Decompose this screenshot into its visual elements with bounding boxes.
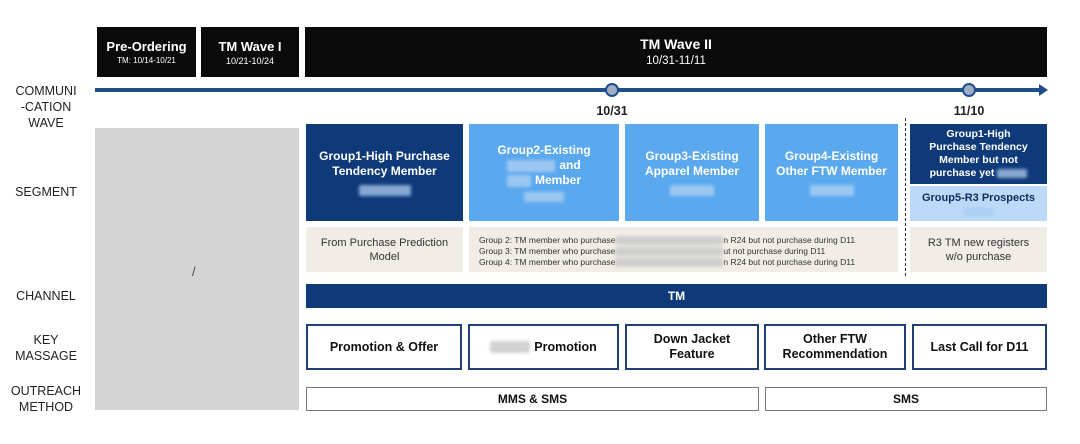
- description-text: Group 2: TM member who purchase: [479, 235, 616, 245]
- segment-line: Apparel Member: [644, 164, 740, 178]
- row-label-key-message: KEY MASSAGE: [15, 333, 77, 363]
- key-message-text: Last Call for D11: [930, 339, 1029, 354]
- phase-tm-wave-2: TM Wave II 10/31-11/11: [305, 27, 1047, 77]
- milestone-label-1: 10/31: [596, 104, 628, 118]
- redacted-text: [358, 185, 411, 196]
- row-label-communication-wave: COMMUNI -CATION WAVE: [15, 84, 77, 130]
- redacted-text: [615, 247, 724, 257]
- redacted-text: [490, 341, 531, 353]
- segment-line: Member: [534, 173, 581, 187]
- segment-line-with-redaction: Member: [506, 173, 581, 188]
- milestone-marker-1: [605, 83, 619, 97]
- redacted-text: [670, 185, 714, 196]
- wave-divider: [905, 118, 906, 276]
- segment-group3-existing: Group3-Existing Apparel Member: [625, 124, 759, 221]
- redacted-text: [524, 192, 564, 202]
- description-text: n R24 but not purchase during D11: [723, 257, 856, 267]
- segment-group4-existing: Group4-Existing Other FTW Member: [765, 124, 898, 221]
- description-line: Group 4: TM member who purchase n R24 but…: [479, 257, 888, 268]
- segment-line: Other FTW Member: [776, 164, 887, 178]
- segment-line: Group4-Existing: [784, 149, 879, 163]
- redacted-text: [507, 159, 556, 172]
- description-text: Group 4: TM member who purchase: [479, 257, 616, 267]
- description-line: From Purchase Prediction: [320, 236, 449, 249]
- redacted-text: [615, 258, 724, 268]
- timeline-line: [95, 88, 1039, 92]
- segment-line: Group2-Existing: [497, 143, 591, 157]
- segment-line: Group1-High Purchase: [319, 149, 450, 163]
- milestone-label-2: 11/10: [953, 104, 985, 118]
- description-groups: Group 2: TM member who purchase n R24 but…: [469, 227, 898, 272]
- key-message-text: Down Jacket: [653, 332, 731, 346]
- key-message-text: Promotion: [534, 339, 597, 354]
- phase-pre-ordering: Pre-Ordering TM: 10/14-10/21: [97, 27, 196, 77]
- segment-line: Purchase Tendency: [929, 141, 1028, 153]
- segment-line-with-redaction: purchase yet: [930, 167, 1028, 180]
- timeline-arrowhead: [1039, 84, 1048, 96]
- description-r3: R3 TM new registers w/o purchase: [910, 227, 1047, 272]
- key-message-text: Promotion & Offer: [329, 339, 439, 354]
- phase-tm-wave-1: TM Wave I 10/21-10/24: [201, 27, 299, 77]
- row-label-segment: SEGMENT: [15, 185, 77, 199]
- phase-title: TM Wave II: [640, 36, 712, 52]
- row-label-outreach-method: OUTREACH METHOD: [10, 384, 82, 414]
- segment-line: Group1-High: [946, 128, 1011, 140]
- description-line: w/o purchase: [945, 250, 1012, 263]
- description-text: n R24 but not purchase during D11: [723, 235, 856, 245]
- phase-title: TM Wave I: [218, 38, 282, 54]
- key-message-promotion: Promotion: [468, 324, 619, 370]
- key-message-last-call: Last Call for D11: [912, 324, 1047, 370]
- description-line: Group 3: TM member who purchase ut not pu…: [479, 246, 888, 257]
- redacted-text: [506, 174, 531, 187]
- description-line: R3 TM new registers: [927, 236, 1030, 249]
- phase-dates: 10/31-11/11: [646, 55, 706, 67]
- channel-bar: TM: [306, 284, 1047, 308]
- description-line: Group 2: TM member who purchase n R24 but…: [479, 235, 888, 246]
- redacted-text: [615, 236, 724, 246]
- segment-group1-high-purchase: Group1-High Purchase Tendency Member: [306, 124, 463, 221]
- outreach-mms-sms: MMS & SMS: [306, 387, 759, 411]
- segment-line: Tendency Member: [332, 164, 437, 178]
- key-message-other-ftw: Other FTW Recommendation: [764, 324, 906, 370]
- redacted-text: [997, 169, 1028, 178]
- phase-dates: TM: 10/14-10/21: [117, 55, 176, 65]
- key-message-text: Recommendation: [782, 347, 888, 361]
- segment-group1-not-purchased: Group1-High Purchase Tendency Member but…: [910, 124, 1047, 184]
- segment-group2-existing: Group2-Existing and Member: [469, 124, 619, 221]
- segment-line: Member but not: [939, 154, 1018, 166]
- phase-dates: 10/21-10/24: [225, 55, 275, 66]
- key-message-down-jacket: Down Jacket Feature: [625, 324, 759, 370]
- redacted-text: [809, 185, 854, 196]
- segment-line: and: [559, 158, 581, 172]
- description-model: From Purchase Prediction Model: [306, 227, 463, 272]
- key-message-promotion-offer: Promotion & Offer: [306, 324, 462, 370]
- description-text: ut not purchase during D11: [723, 246, 826, 256]
- key-message-text: Other FTW: [803, 332, 867, 346]
- description-line: Model: [369, 250, 400, 263]
- phase-title: Pre-Ordering: [106, 38, 187, 54]
- segment-line: Group5-R3 Prospects: [921, 192, 1036, 204]
- outreach-sms: SMS: [765, 387, 1047, 411]
- row-label-channel: CHANNEL: [16, 289, 76, 303]
- description-text: Group 3: TM member who purchase: [479, 246, 616, 256]
- segment-group5-r3-prospects: Group5-R3 Prospects: [910, 186, 1047, 221]
- milestone-marker-2: [962, 83, 976, 97]
- gray-placeholder-block: /: [95, 128, 299, 410]
- key-message-text: Feature: [669, 347, 715, 361]
- segment-line: purchase yet: [929, 167, 995, 179]
- segment-line: Group3-Existing: [645, 149, 739, 163]
- segment-line-with-redaction: and: [507, 158, 581, 173]
- placeholder-slash: /: [192, 264, 196, 279]
- redacted-text: [963, 208, 994, 216]
